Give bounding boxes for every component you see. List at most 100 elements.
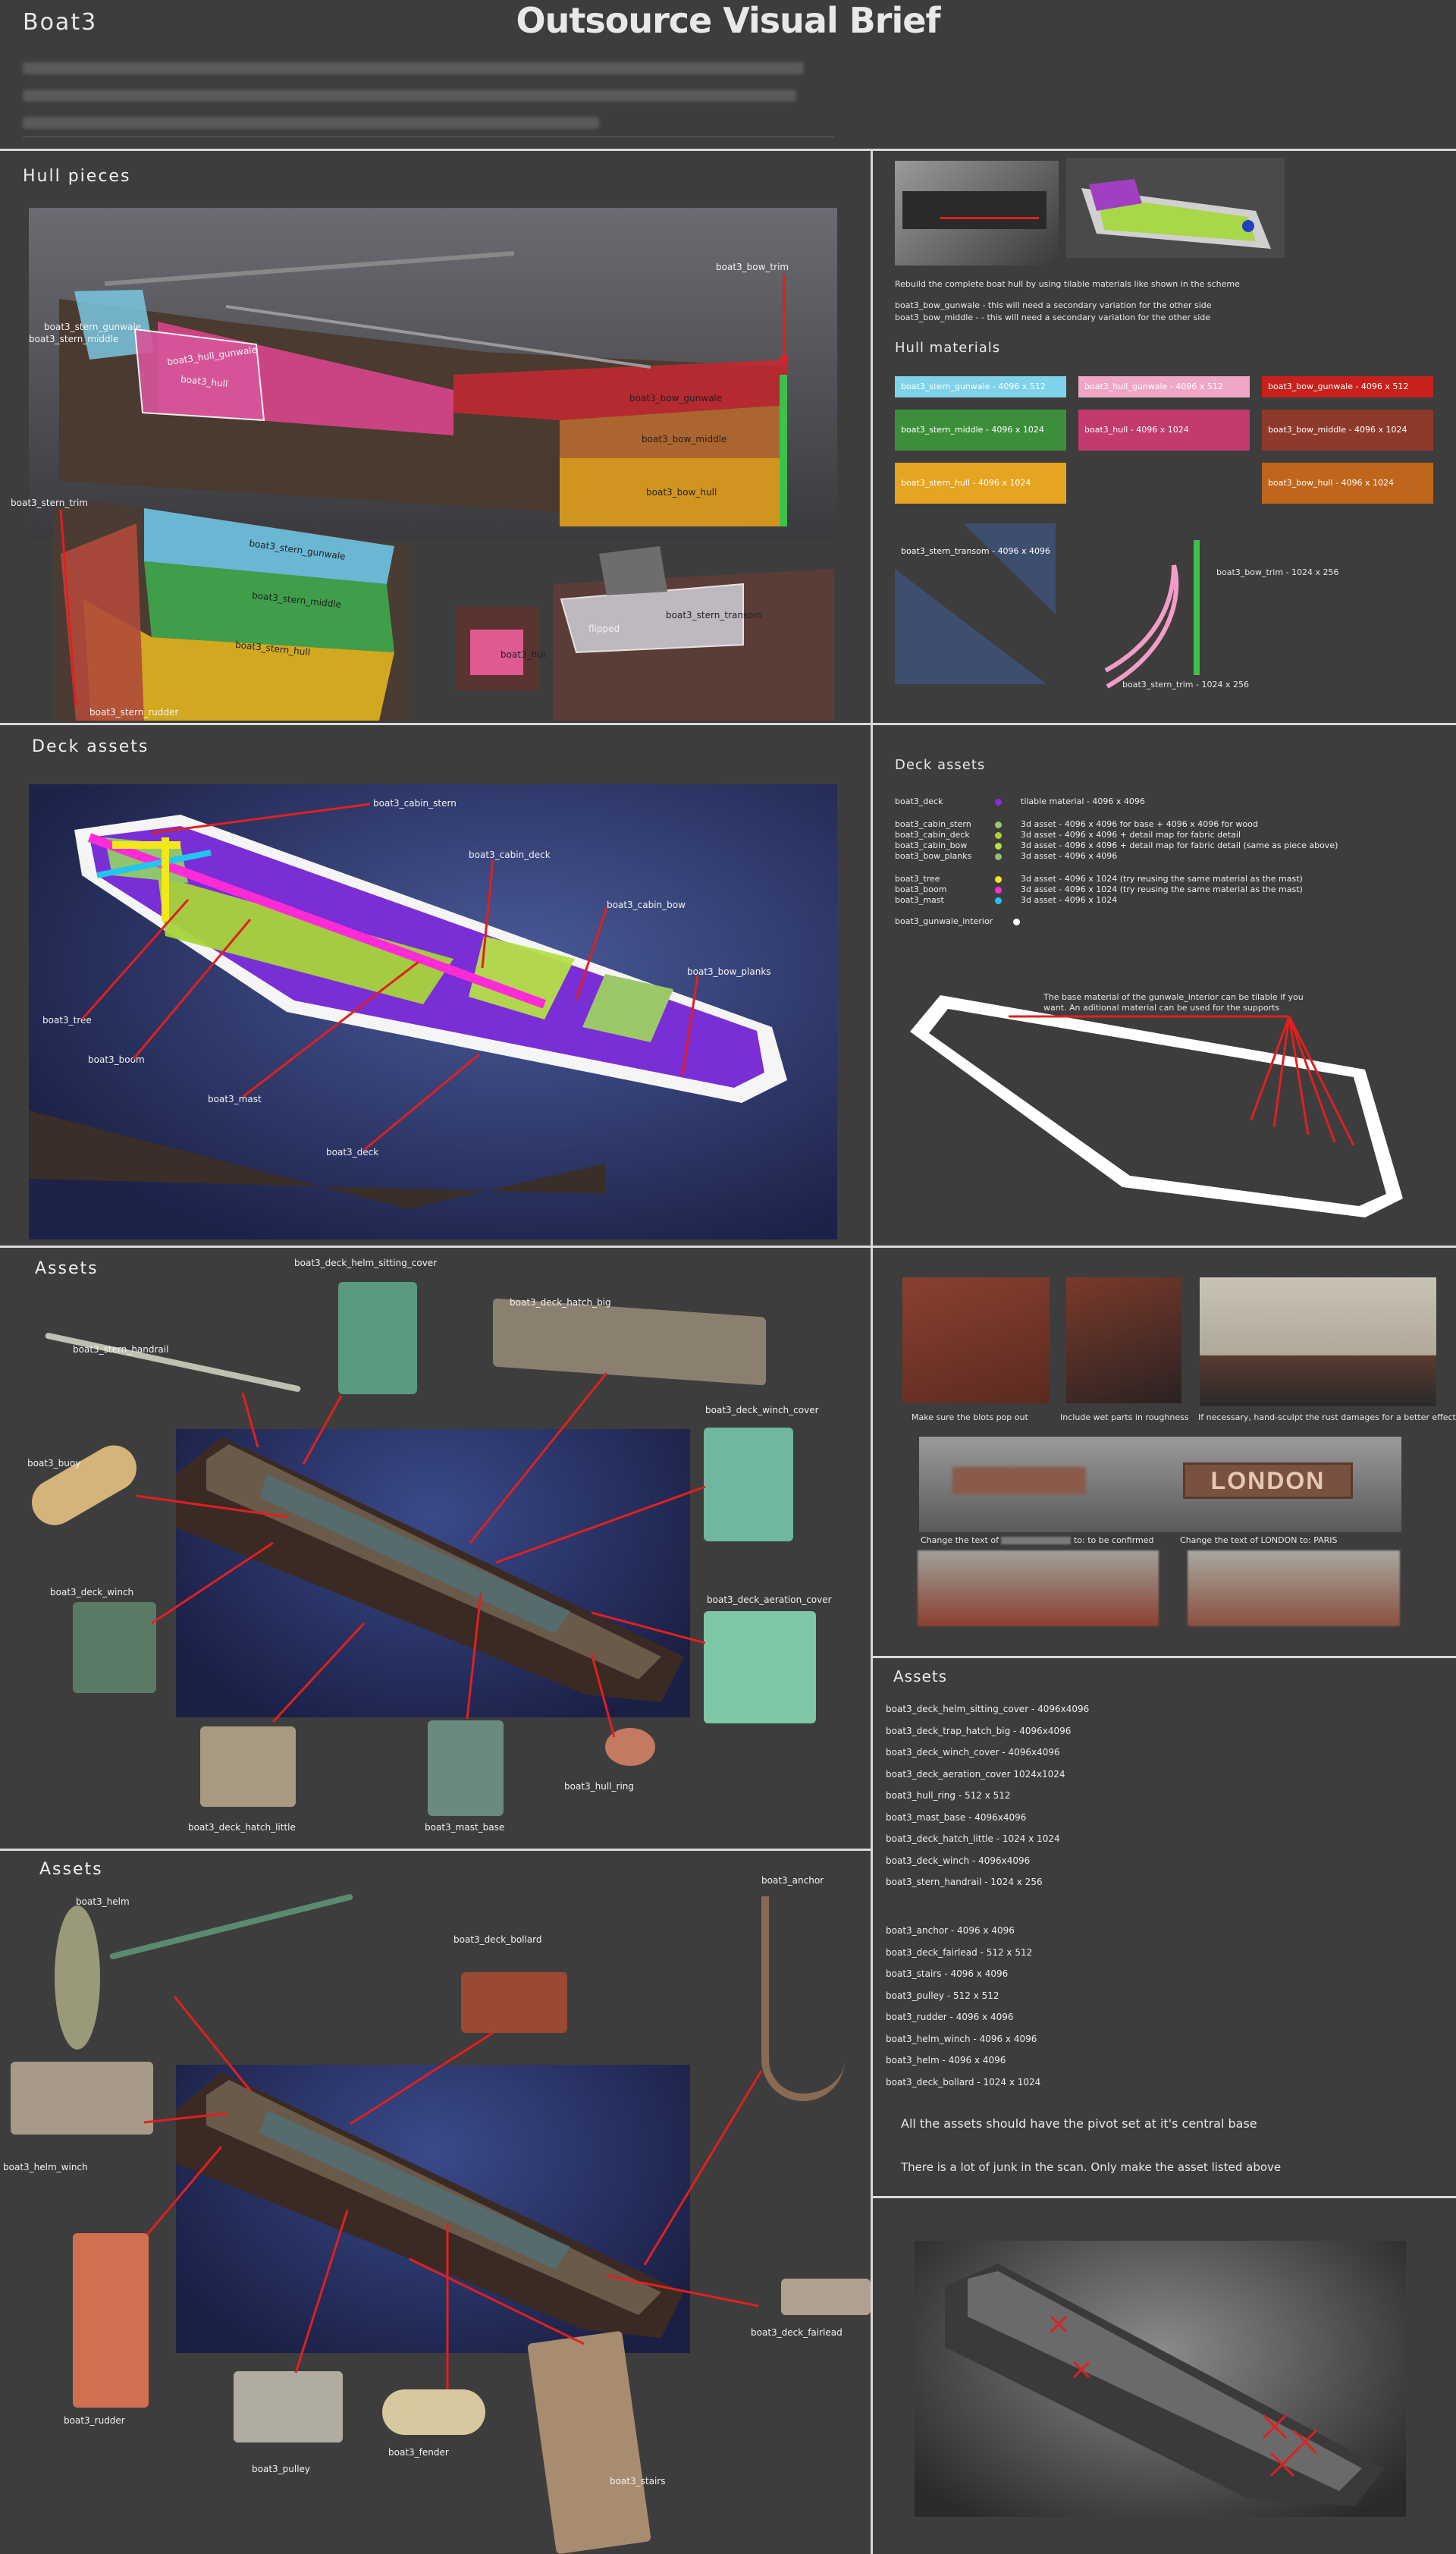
ref-rust-image <box>1200 1277 1436 1406</box>
ref-plate-crop-1 <box>918 1550 1159 1626</box>
winch-cover-thumb <box>704 1428 793 1541</box>
london-nameplate: LONDON <box>1183 1462 1353 1499</box>
change-text-2: Change the text of LONDON to: PARIS <box>1180 1535 1338 1545</box>
label-anchor: boat3_anchor <box>761 1875 824 1886</box>
transom-label: boat3_stern_transom - 4096 x 4096 <box>901 546 1051 556</box>
assets1-section-title: Assets <box>35 1259 99 1278</box>
hull-scan-image <box>29 208 837 539</box>
asset-list-item: boat3_deck_trap_hatch_big - 4096x4096 <box>886 1725 1072 1736</box>
trim-drawing <box>1104 540 1200 689</box>
deck-row-desc: 3d asset - 4096 x 1024 (try reusing the … <box>1021 884 1303 894</box>
label-deck-bollard: boat3_deck_bollard <box>453 1934 542 1945</box>
asset-list-item: boat3_stairs - 4096 x 4096 <box>886 1968 1009 1979</box>
deck-row-name: boat3_cabin_stern <box>895 819 971 829</box>
divider <box>871 149 873 2554</box>
pulley-thumb <box>234 2371 343 2442</box>
assets-list-title: Assets <box>893 1667 948 1685</box>
deck-list-title: Deck assets <box>895 757 986 773</box>
hull-material-swatch: boat3_bow_gunwale - 4096 x 512 <box>1262 376 1433 397</box>
asset-list-group-a: boat3_deck_helm_sitting_cover - 4096x409… <box>886 1704 1089 1899</box>
asset-list-item: boat3_hull_ring - 512 x 512 <box>886 1790 1011 1801</box>
deck-row-desc: 3d asset - 4096 x 1024 <box>1021 895 1118 905</box>
label-helm-winch: boat3_helm_winch <box>3 2162 88 2172</box>
asset-list-item: boat3_stern_handrail - 1024 x 256 <box>886 1877 1043 1887</box>
label-deck-fairlead: boat3_deck_fairlead <box>751 2327 843 2338</box>
fender-thumb <box>382 2389 485 2435</box>
ref-plate-crop-2 <box>1188 1550 1400 1626</box>
asset-list-item: boat3_helm_winch - 4096 x 4096 <box>886 2033 1037 2044</box>
label-pulley: boat3_pulley <box>252 2464 311 2474</box>
asset-list-item: boat3_deck_hatch_little - 1024 x 1024 <box>886 1833 1060 1844</box>
hull-materials-title: Hull materials <box>895 340 1001 356</box>
gunwale-note-1: The base material of the gunwale_interio… <box>1043 992 1304 1002</box>
redacted-name-box <box>952 1467 1086 1494</box>
label-stern-rudder: boat3_stern_rudder <box>89 707 179 718</box>
deck-row-color-dot <box>995 876 1002 883</box>
deck-row-desc: 3d asset - 4096 x 4096 + detail map for … <box>1021 830 1241 840</box>
divider <box>0 149 1456 151</box>
label-hatch-big: boat3_deck_hatch_big <box>510 1297 611 1308</box>
stern-small-image <box>455 607 538 690</box>
hull-material-swatch: boat3_hull_gunwale - 4096 x 512 <box>1078 376 1250 397</box>
deck-winch-thumb <box>73 1602 156 1693</box>
deck-section-title: Deck assets <box>32 737 149 756</box>
deck-row-name: boat3_bow_planks <box>895 851 972 861</box>
divider <box>0 723 1456 725</box>
label-buoy: boat3_buoy <box>27 1458 81 1469</box>
anchor-thumb <box>761 1896 845 2101</box>
header: Boat3 Outsource Visual Brief <box>0 0 1456 149</box>
deck-row-color-dot <box>995 799 1002 806</box>
assets2-section-title: Assets <box>39 1860 103 1879</box>
asset-list-item: boat3_pulley - 512 x 512 <box>886 1990 999 2001</box>
deck-row-color-dot <box>995 887 1002 894</box>
label-bow-middle: boat3_bow_middle <box>642 434 727 445</box>
asset-list-item: boat3_deck_bollard - 1024 x 1024 <box>886 2076 1041 2087</box>
label-stairs: boat3_stairs <box>610 2476 666 2486</box>
asset-list-item: boat3_anchor - 4096 x 4096 <box>886 1925 1015 1936</box>
gunwale-note-2: want. An aditional material can be used … <box>1043 1003 1280 1013</box>
hull-instruction: Rebuild the complete boat hull by using … <box>895 279 1240 289</box>
deck-row-name: boat3_cabin_deck <box>895 830 970 840</box>
redacted-text-line <box>23 117 599 129</box>
gunwale-drawing <box>895 986 1426 1229</box>
london-text: LONDON <box>1210 1467 1326 1494</box>
label-bow-trim: boat3_bow_trim <box>716 262 789 272</box>
label-mast: boat3_mast <box>208 1094 262 1104</box>
asset-list-item: boat3_deck_fairlead - 512 x 512 <box>886 1946 1033 1958</box>
hull-arrows <box>59 275 789 706</box>
aeration-cover-thumb <box>704 1611 816 1723</box>
deck-arrows <box>80 803 699 1151</box>
deck-row-name: boat3_tree <box>895 874 940 884</box>
helm-thumb <box>55 1905 100 2050</box>
deck-fairlead-thumb <box>781 2279 871 2315</box>
hull-note-gunwale: boat3_bow_gunwale - this will need a sec… <box>895 300 1212 310</box>
assets2-arrows <box>143 1996 763 2389</box>
redacted-text-line <box>23 90 796 102</box>
asset-list-item: boat3_helm - 4096 x 4096 <box>886 2055 1006 2066</box>
label-bow-planks: boat3_bow_planks <box>687 966 771 977</box>
label-hull-small: boat3_hul <box>500 649 546 660</box>
label-stern-middle-top: boat3_stern_middle <box>29 334 119 344</box>
mast-base-thumb <box>428 1720 504 1816</box>
deck-row-name: boat3_cabin_bow <box>895 840 968 850</box>
deck-row-name: boat3_deck <box>895 796 943 806</box>
asset-list-item: boat3_deck_aeration_cover 1024x1024 <box>886 1768 1065 1780</box>
hull-note-middle: boat3_bow_middle - - this will need a se… <box>895 313 1211 322</box>
ref-nameplate-image: LONDON <box>919 1437 1401 1532</box>
label-winch-cover: boat3_deck_winch_cover <box>705 1405 819 1415</box>
divider <box>0 1246 1456 1248</box>
label-fender: boat3_fender <box>388 2447 449 2458</box>
assets2-boat-image <box>176 2065 690 2353</box>
label-flipped: flipped <box>588 624 620 634</box>
deck-row-color-dot <box>1013 919 1020 925</box>
deck-row-color-dot <box>995 897 1002 904</box>
asset-list-item: boat3_deck_winch - 4096x4096 <box>886 1855 1031 1866</box>
change-text-1-suffix: to: to be confirmed <box>1073 1535 1154 1545</box>
hull-material-swatch: boat3_stern_hull - 4096 x 1024 <box>895 463 1066 504</box>
deck-overlay-drawing <box>29 815 787 1209</box>
hull-material-swatch: boat3_hull - 4096 x 1024 <box>1078 410 1250 451</box>
deck-row-color-dot <box>995 843 1002 850</box>
transom-overlay-drawing <box>554 546 834 721</box>
deck-bollard-thumb <box>461 1972 567 2033</box>
asset-list-group-b: boat3_anchor - 4096 x 4096 boat3_deck_fai… <box>886 1925 1040 2098</box>
